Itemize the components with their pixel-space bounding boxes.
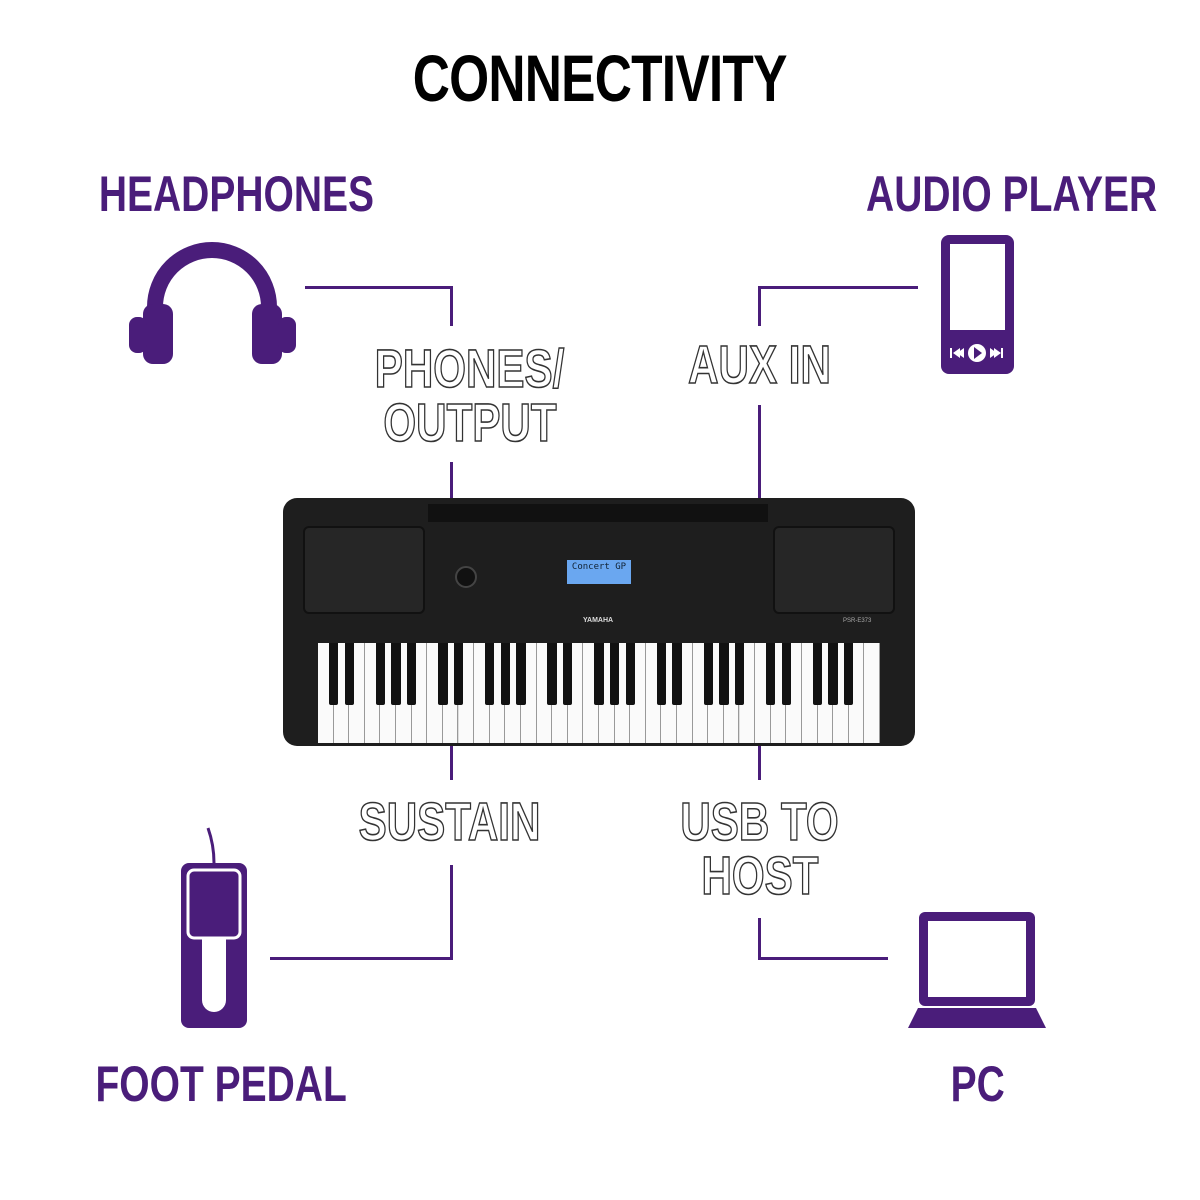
page-title: CONNECTIVITY: [413, 41, 788, 115]
connector-line: [758, 957, 888, 960]
connector-line: [758, 405, 761, 498]
media-player-icon: [941, 235, 1014, 374]
connector-line: [758, 918, 761, 960]
black-key[interactable]: [391, 643, 401, 705]
connector-line: [758, 746, 761, 780]
black-key[interactable]: [734, 643, 745, 705]
audio-player-label: AUDIO PLAYER: [866, 166, 1158, 222]
keyboard: Concert GP YAMAHA PSR-E373: [283, 498, 915, 746]
aux-in-label: AUX IN: [688, 335, 832, 395]
connector-line: [450, 746, 453, 780]
black-key[interactable]: [766, 643, 776, 705]
black-key[interactable]: [328, 643, 339, 705]
phones-output-label: PHONES/OUTPUT: [375, 339, 566, 453]
black-key[interactable]: [375, 643, 386, 705]
black-key[interactable]: [485, 643, 495, 705]
black-key[interactable]: [516, 643, 526, 705]
master-volume-knob[interactable]: [455, 566, 477, 588]
headphones-label: HEADPHONES: [98, 166, 375, 222]
connector-line: [305, 286, 453, 289]
black-key[interactable]: [500, 643, 510, 705]
black-key[interactable]: [344, 643, 354, 705]
black-key[interactable]: [438, 643, 448, 705]
black-key[interactable]: [844, 643, 854, 705]
connector-line: [270, 957, 453, 960]
black-key[interactable]: [828, 643, 838, 705]
connector-line: [758, 286, 761, 326]
black-key[interactable]: [547, 643, 557, 705]
foot-pedal-label: FOOT PEDAL: [95, 1056, 347, 1112]
sustain-label: SUSTAIN: [358, 792, 541, 852]
black-key[interactable]: [453, 643, 464, 705]
black-key[interactable]: [672, 643, 682, 705]
black-key[interactable]: [656, 643, 667, 705]
connector-line: [450, 286, 453, 326]
music-rest: [428, 504, 768, 522]
connector-line: [450, 462, 453, 498]
connector-line: [758, 286, 918, 289]
brand-logo: YAMAHA: [583, 617, 614, 624]
headphones-icon: [129, 242, 296, 364]
black-key[interactable]: [781, 643, 791, 705]
model-name: PSR-E373: [843, 618, 872, 624]
pc-label: PC: [950, 1056, 1005, 1112]
speaker-right: [773, 526, 895, 614]
lcd-display: Concert GP: [567, 560, 631, 584]
black-key[interactable]: [625, 643, 635, 705]
black-key[interactable]: [563, 643, 573, 705]
black-key[interactable]: [703, 643, 713, 705]
keybed: [318, 643, 880, 743]
foot-pedal-icon: [181, 827, 247, 1028]
black-key[interactable]: [406, 643, 417, 705]
black-key[interactable]: [594, 643, 604, 705]
speaker-left: [303, 526, 425, 614]
black-key[interactable]: [609, 643, 620, 705]
black-key[interactable]: [719, 643, 729, 705]
connector-line: [450, 865, 453, 960]
black-key[interactable]: [812, 643, 823, 705]
white-key[interactable]: [864, 643, 880, 743]
laptop-icon: [908, 912, 1046, 1028]
